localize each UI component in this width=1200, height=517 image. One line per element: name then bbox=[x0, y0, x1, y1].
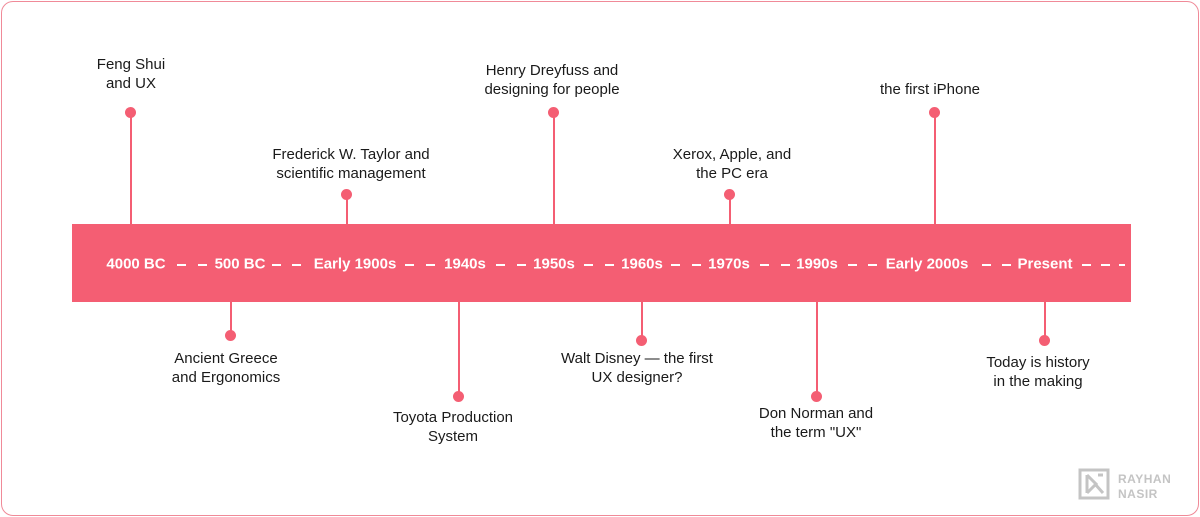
marker-iphone bbox=[929, 107, 940, 118]
marker-feng-shui bbox=[125, 107, 136, 118]
timeline-dash bbox=[868, 264, 877, 266]
event-label: Walt Disney — the first UX designer? bbox=[561, 350, 713, 386]
connector-xerox bbox=[729, 195, 731, 224]
timeline-dash bbox=[496, 264, 505, 266]
brand-name-line1: RAYHAN bbox=[1118, 471, 1172, 486]
timeline-dash bbox=[848, 264, 857, 266]
connector-disney bbox=[641, 302, 643, 340]
marker-norman bbox=[811, 391, 822, 402]
event-label: Don Norman and the term "UX" bbox=[758, 405, 874, 441]
era-label: 1970s bbox=[708, 255, 750, 273]
marker-xerox bbox=[724, 189, 735, 200]
marker-dreyfuss bbox=[548, 107, 559, 118]
era-label: 1960s bbox=[621, 255, 663, 273]
timeline-dash bbox=[1119, 264, 1125, 266]
connector-norman bbox=[816, 302, 818, 396]
timeline-dash bbox=[426, 264, 435, 266]
brand-logo: RAYHAN NASIR bbox=[1078, 468, 1171, 505]
connector-taylor bbox=[346, 195, 348, 224]
event-label: Frederick W. Taylor and scientific manag… bbox=[272, 146, 430, 182]
marker-toyota bbox=[453, 391, 464, 402]
timeline-dash bbox=[1082, 264, 1091, 266]
brand-mark-icon bbox=[1078, 468, 1110, 505]
era-label: Present bbox=[1017, 255, 1073, 273]
marker-greece bbox=[225, 330, 236, 341]
connector-toyota bbox=[458, 302, 460, 396]
event-label: Toyota Production System bbox=[392, 409, 514, 445]
timeline-dash bbox=[292, 264, 301, 266]
timeline-band bbox=[72, 224, 1131, 302]
timeline-dash bbox=[692, 264, 701, 266]
connector-iphone bbox=[934, 113, 936, 224]
timeline-dash bbox=[671, 264, 680, 266]
timeline-dash bbox=[605, 264, 614, 266]
brand-name: RAYHAN NASIR bbox=[1118, 472, 1171, 502]
timeline-dash bbox=[760, 264, 769, 266]
timeline-dash bbox=[198, 264, 207, 266]
marker-present bbox=[1039, 335, 1050, 346]
connector-greece bbox=[230, 302, 232, 335]
era-label: Early 1900s bbox=[313, 255, 397, 273]
era-label: 1950s bbox=[533, 255, 575, 273]
era-label: 1990s bbox=[796, 255, 838, 273]
timeline-dash bbox=[272, 264, 281, 266]
timeline-dash bbox=[781, 264, 790, 266]
connector-dreyfuss bbox=[553, 113, 555, 224]
era-label: 500 BC bbox=[214, 255, 266, 273]
timeline-dash bbox=[177, 264, 186, 266]
brand-name-line2: NASIR bbox=[1118, 486, 1158, 501]
timeline-dash bbox=[1002, 264, 1011, 266]
timeline-dash bbox=[517, 264, 526, 266]
event-label: Xerox, Apple, and the PC era bbox=[672, 146, 792, 182]
era-label: 1940s bbox=[444, 255, 486, 273]
timeline-dash bbox=[584, 264, 593, 266]
timeline-dash bbox=[1101, 264, 1110, 266]
era-label: Early 2000s bbox=[885, 255, 969, 273]
connector-feng-shui bbox=[130, 113, 132, 224]
marker-disney bbox=[636, 335, 647, 346]
event-label: Ancient Greece and Ergonomics bbox=[171, 350, 281, 386]
marker-taylor bbox=[341, 189, 352, 200]
connector-present bbox=[1044, 302, 1046, 340]
era-label: 4000 BC bbox=[106, 255, 166, 273]
event-label: Henry Dreyfuss and designing for people bbox=[484, 62, 620, 98]
event-label: Today is history in the making bbox=[986, 354, 1090, 390]
event-label: Feng Shui and UX bbox=[96, 56, 166, 92]
timeline-dash bbox=[405, 264, 414, 266]
event-label: the first iPhone bbox=[879, 81, 981, 98]
timeline-dash bbox=[982, 264, 991, 266]
